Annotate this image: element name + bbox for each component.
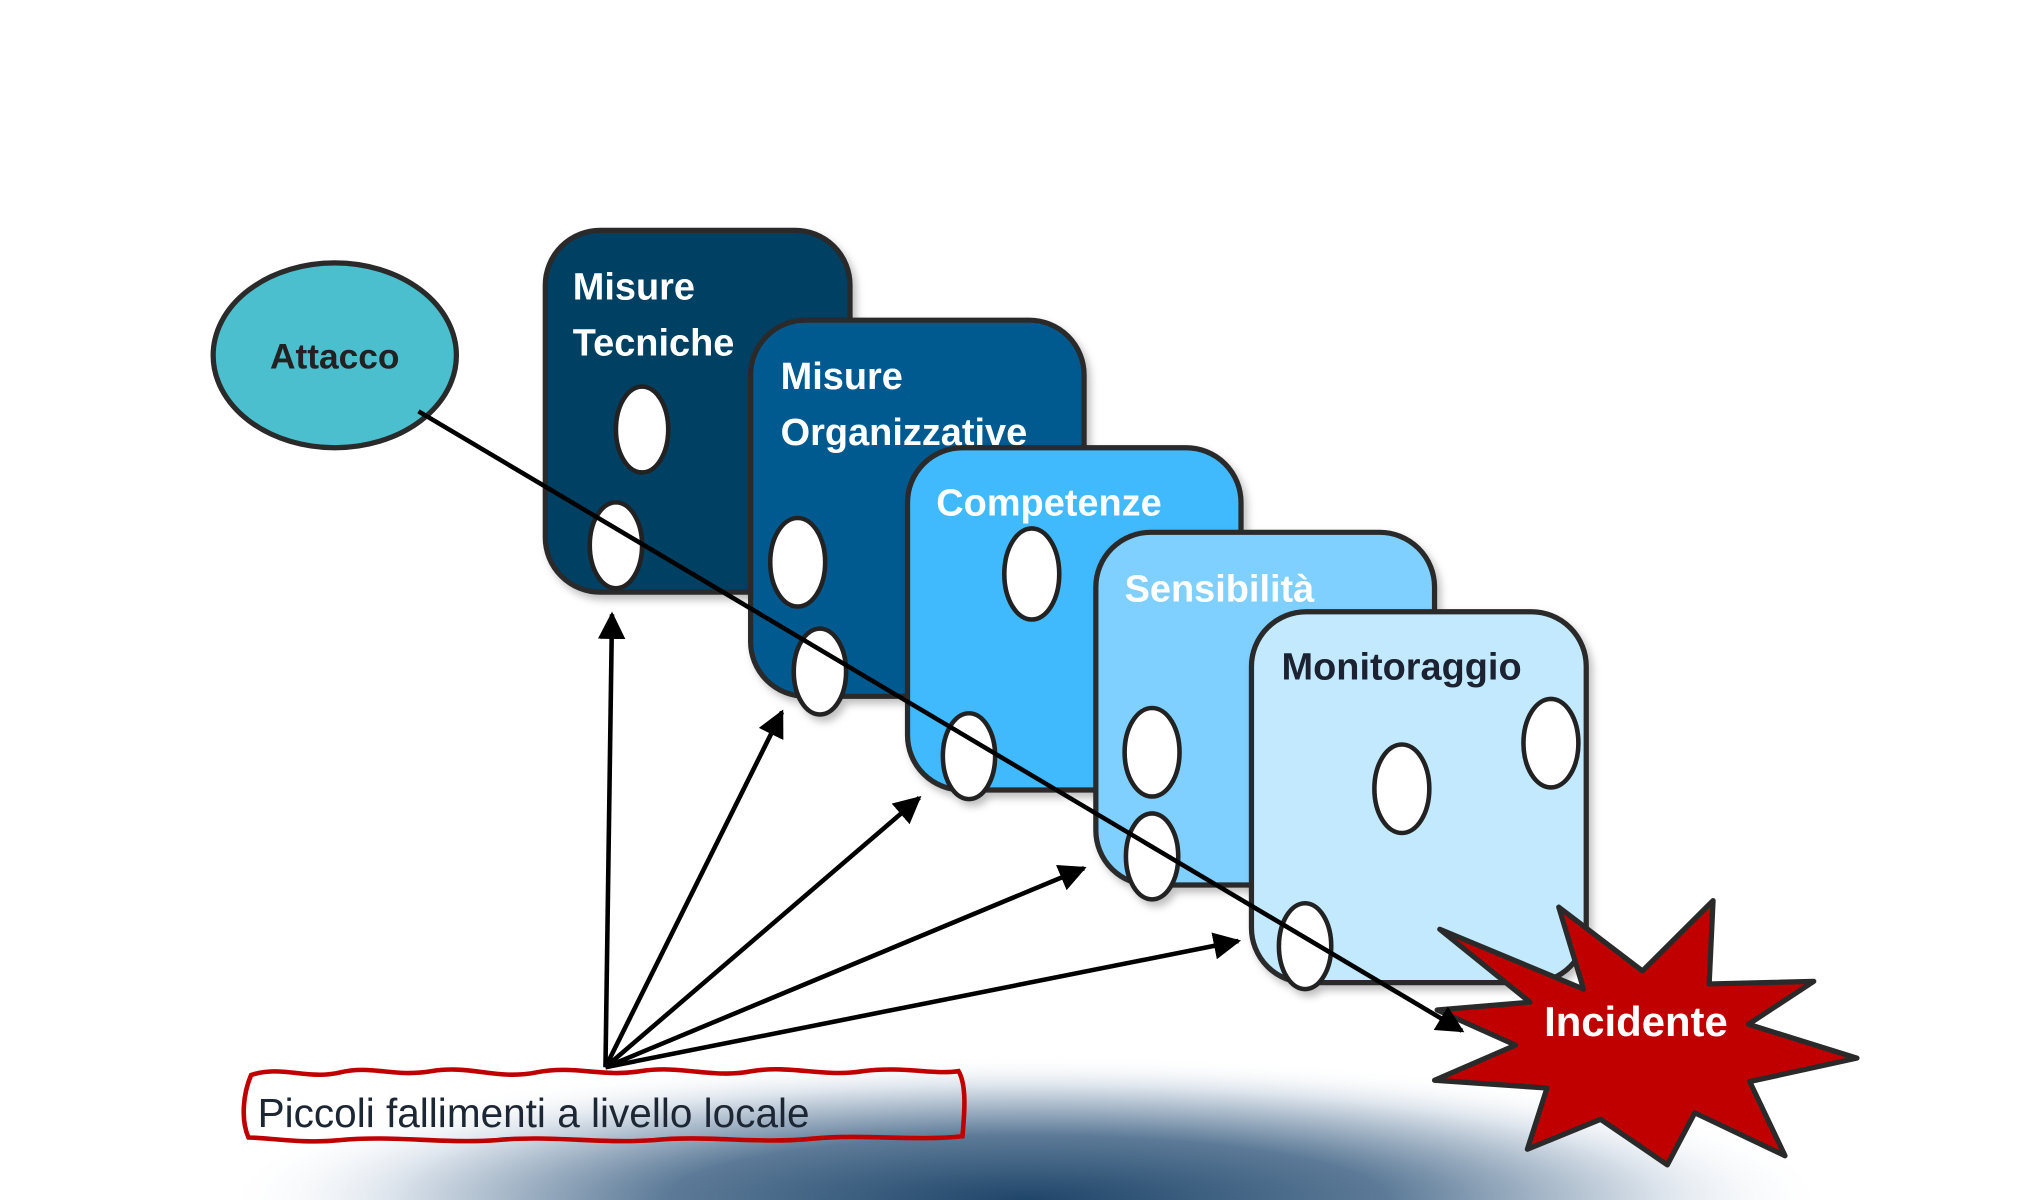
attack-label: Attacco: [270, 337, 399, 376]
hole: [1122, 705, 1182, 799]
hole: [1521, 696, 1581, 790]
hole: [1276, 900, 1334, 992]
layer-label-line: Misure: [573, 266, 695, 308]
failure-ray-arrow: [597, 611, 626, 1068]
hole: [1372, 742, 1432, 836]
failure-ray-arrow: [603, 796, 922, 1069]
hole: [767, 515, 828, 609]
hole: [791, 626, 849, 717]
failure-ray-arrow: [603, 709, 785, 1069]
hole: [1002, 526, 1062, 622]
attack-ellipse: [210, 260, 459, 451]
layer-label-line: Tecniche: [573, 322, 735, 364]
layer-monitoraggio: Monitoraggio: [1248, 609, 1589, 992]
hole: [1123, 811, 1181, 902]
hole: [613, 384, 671, 475]
attack-trajectory-arrow: [417, 409, 1465, 1033]
failure-ray-arrow: [605, 932, 1242, 1070]
incident-node: Incidente: [1431, 898, 1860, 1168]
failures-label-box: Piccoli fallimenti a livello locale: [241, 1067, 967, 1144]
failure-ray-arrow: [604, 864, 1087, 1070]
incident-burst: [1431, 898, 1860, 1168]
failure-rays: [597, 611, 1242, 1070]
incident-label: Incidente: [1544, 998, 1728, 1045]
failures-label: Piccoli fallimenti a livello locale: [258, 1090, 810, 1136]
layer-label-line: Sensibilità: [1125, 568, 1316, 610]
failures-wavy-border: [241, 1067, 967, 1144]
layer-label-line: Competenze: [936, 482, 1161, 524]
layer-label-line: Misure: [781, 356, 903, 398]
layer-label-line: Monitoraggio: [1282, 646, 1522, 688]
attack-node: Attacco: [210, 260, 459, 451]
